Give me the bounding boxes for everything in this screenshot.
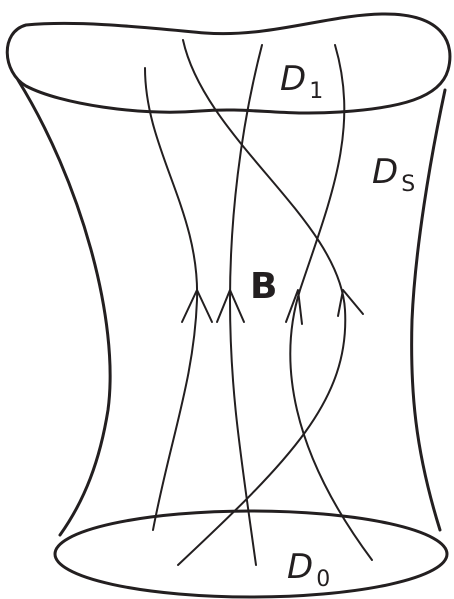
label-ds-subscript: S	[401, 172, 415, 197]
field-line-4	[289, 44, 373, 561]
field-arrow-3	[285, 289, 303, 325]
label-field-b: B	[250, 266, 277, 307]
field-arrow-2	[216, 289, 245, 323]
field-arrow-4	[337, 289, 364, 317]
label-d1-subscript: 1	[309, 79, 323, 104]
top-cap-surface	[5, 12, 452, 115]
tube-left-wall	[16, 78, 112, 537]
bottom-cap-surface	[53, 509, 449, 599]
field-line-1	[144, 67, 199, 531]
field-line-3	[177, 39, 347, 566]
field-arrow-1	[181, 289, 213, 323]
tube-right-wall	[410, 88, 447, 532]
field-line-2	[229, 44, 263, 566]
label-d0-subscript: 0	[316, 567, 330, 592]
